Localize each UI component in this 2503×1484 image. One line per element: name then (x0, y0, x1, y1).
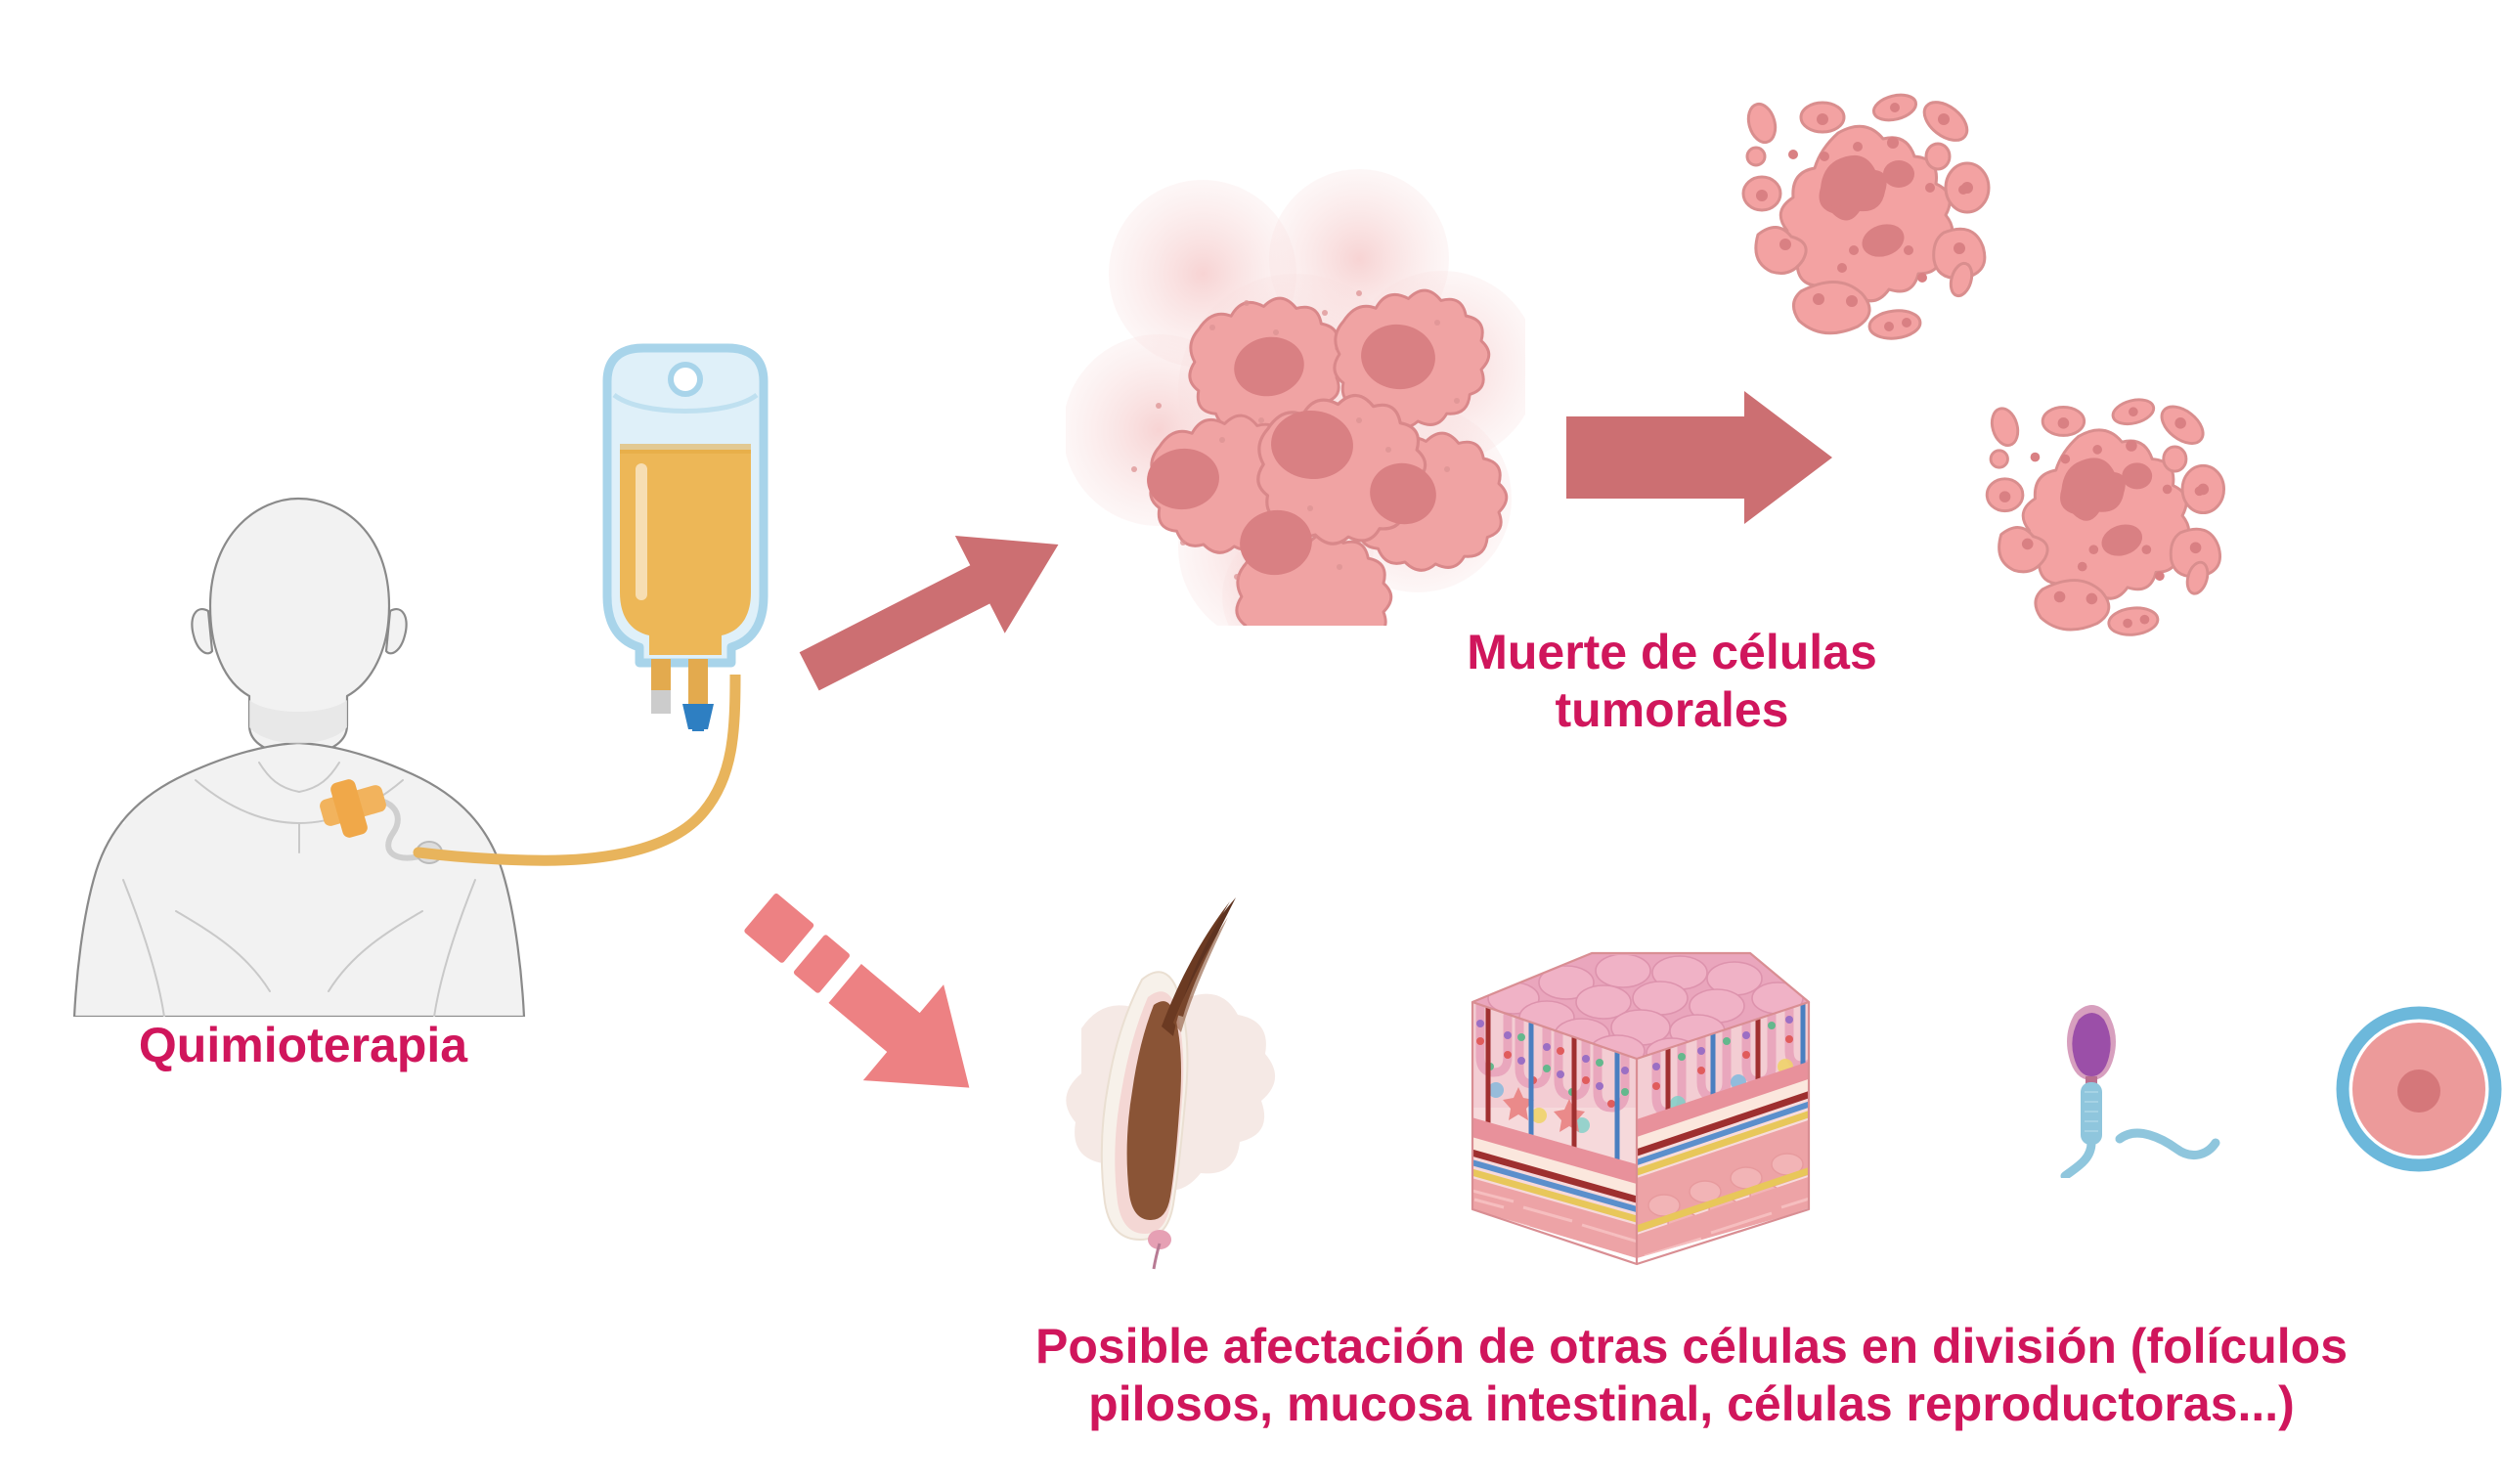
egg-cell (2336, 1006, 2502, 1172)
label-posible-afectacion: Posible afectación de otras células en d… (1034, 1319, 2349, 1431)
patient-torso (72, 497, 526, 1017)
arrow-chemo-to-tumor (799, 535, 1059, 691)
apoptotic-cell-bottom (1985, 398, 2225, 636)
iv-port-tape (320, 779, 386, 838)
apoptotic-cell-top (1741, 93, 1991, 340)
iv-drip-bag (602, 343, 768, 731)
sperm-cell (2060, 1005, 2220, 1178)
iv-tube (413, 675, 741, 866)
dashed-arrow-side-effects (744, 893, 970, 1088)
hair-follicle (1066, 897, 1276, 1270)
arrow-tumor-to-death (1566, 391, 1832, 524)
label-quimioterapia: Quimioterapia (138, 1018, 468, 1072)
label-muerte-celulas-tumorales: Muerte de células tumorales (1467, 625, 1877, 737)
intestinal-mucosa-block (1471, 951, 1811, 1266)
tumor-cell-cluster (1066, 169, 1525, 626)
